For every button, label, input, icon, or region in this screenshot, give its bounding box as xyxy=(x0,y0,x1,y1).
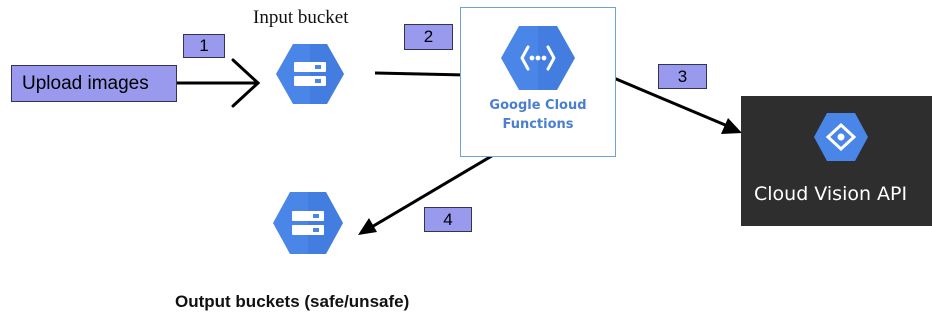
step-2-number: 2 xyxy=(423,27,434,46)
step-1-number: 1 xyxy=(199,36,209,55)
step-3-number: 3 xyxy=(677,66,688,86)
arrow-functions-to-output xyxy=(358,142,513,235)
step-3-badge: 3 xyxy=(658,64,707,89)
cloud-functions-icon xyxy=(501,26,575,90)
step-4-number: 4 xyxy=(443,209,453,229)
cloud-storage-icon xyxy=(273,192,343,254)
cloud-storage-icon xyxy=(276,44,344,104)
cloud-vision-icon xyxy=(814,113,868,161)
cloud-functions-label-line2: Functions xyxy=(502,117,574,132)
upload-images-box: Upload images xyxy=(11,65,177,102)
arrow-upload-to-input xyxy=(175,58,261,108)
step-2-badge: 2 xyxy=(404,24,453,50)
input-bucket-label: Input bucket xyxy=(253,7,349,28)
output-buckets-label: Output buckets (safe/unsafe) xyxy=(175,292,410,311)
step-1-badge: 1 xyxy=(183,34,225,58)
cloud-vision-label: Cloud Vision API xyxy=(754,183,908,205)
upload-images-label: Upload images xyxy=(22,72,149,94)
step-4-badge: 4 xyxy=(424,207,472,232)
cloud-functions-label-line1: Google Cloud xyxy=(489,98,587,113)
cloud-functions-label: Google Cloud Functions xyxy=(460,96,616,134)
